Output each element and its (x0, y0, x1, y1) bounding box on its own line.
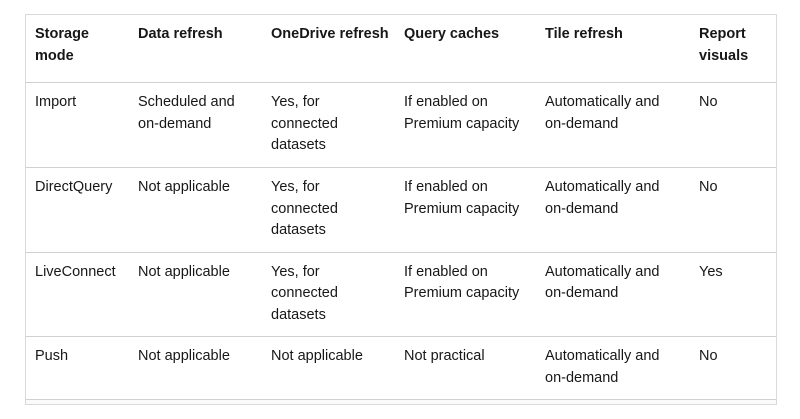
cell-data-refresh: Not applicable (129, 167, 262, 253)
cell-data-refresh: Scheduled and on-demand (129, 82, 262, 168)
table-row: LiveConnect Not applicable Yes, for conn… (26, 252, 776, 337)
cell-onedrive-refresh: Yes, for connected datasets (262, 82, 395, 168)
empty-footer-cell (26, 399, 776, 404)
header-storage-mode: Storage mode (26, 15, 129, 83)
cell-report-visuals: No (690, 82, 776, 168)
cell-query-caches: Not practical (395, 336, 536, 400)
cell-tile-refresh: Automatically and on-demand (536, 82, 690, 168)
cell-onedrive-refresh: Yes, for connected datasets (262, 167, 395, 253)
cell-tile-refresh: Automatically and on-demand (536, 167, 690, 253)
table-row: Import Scheduled and on-demand Yes, for … (26, 82, 776, 168)
table-row: Push Not applicable Not applicable Not p… (26, 336, 776, 400)
cell-query-caches: If enabled on Premium capacity (395, 82, 536, 168)
header-query-caches: Query caches (395, 15, 536, 83)
cell-tile-refresh: Automatically and on-demand (536, 252, 690, 337)
cell-tile-refresh: Automatically and on-demand (536, 336, 690, 400)
table-footer-spacer (26, 399, 776, 404)
cell-query-caches: If enabled on Premium capacity (395, 167, 536, 253)
header-report-visuals: Report visuals (690, 15, 776, 83)
cell-storage-mode: Import (26, 82, 129, 168)
cell-storage-mode: Push (26, 336, 129, 400)
header-data-refresh: Data refresh (129, 15, 262, 83)
cell-report-visuals: Yes (690, 252, 776, 337)
cell-data-refresh: Not applicable (129, 336, 262, 400)
header-tile-refresh: Tile refresh (536, 15, 690, 83)
table-header-row: Storage mode Data refresh OneDrive refre… (26, 15, 776, 83)
cell-report-visuals: No (690, 167, 776, 253)
storage-mode-table-container: Storage mode Data refresh OneDrive refre… (25, 14, 777, 405)
cell-report-visuals: No (690, 336, 776, 400)
cell-query-caches: If enabled on Premium capacity (395, 252, 536, 337)
cell-onedrive-refresh: Yes, for connected datasets (262, 252, 395, 337)
table-row: DirectQuery Not applicable Yes, for conn… (26, 167, 776, 253)
storage-mode-table: Storage mode Data refresh OneDrive refre… (26, 15, 776, 404)
cell-storage-mode: LiveConnect (26, 252, 129, 337)
cell-data-refresh: Not applicable (129, 252, 262, 337)
cell-storage-mode: DirectQuery (26, 167, 129, 253)
header-onedrive-refresh: OneDrive refresh (262, 15, 395, 83)
cell-onedrive-refresh: Not applicable (262, 336, 395, 400)
